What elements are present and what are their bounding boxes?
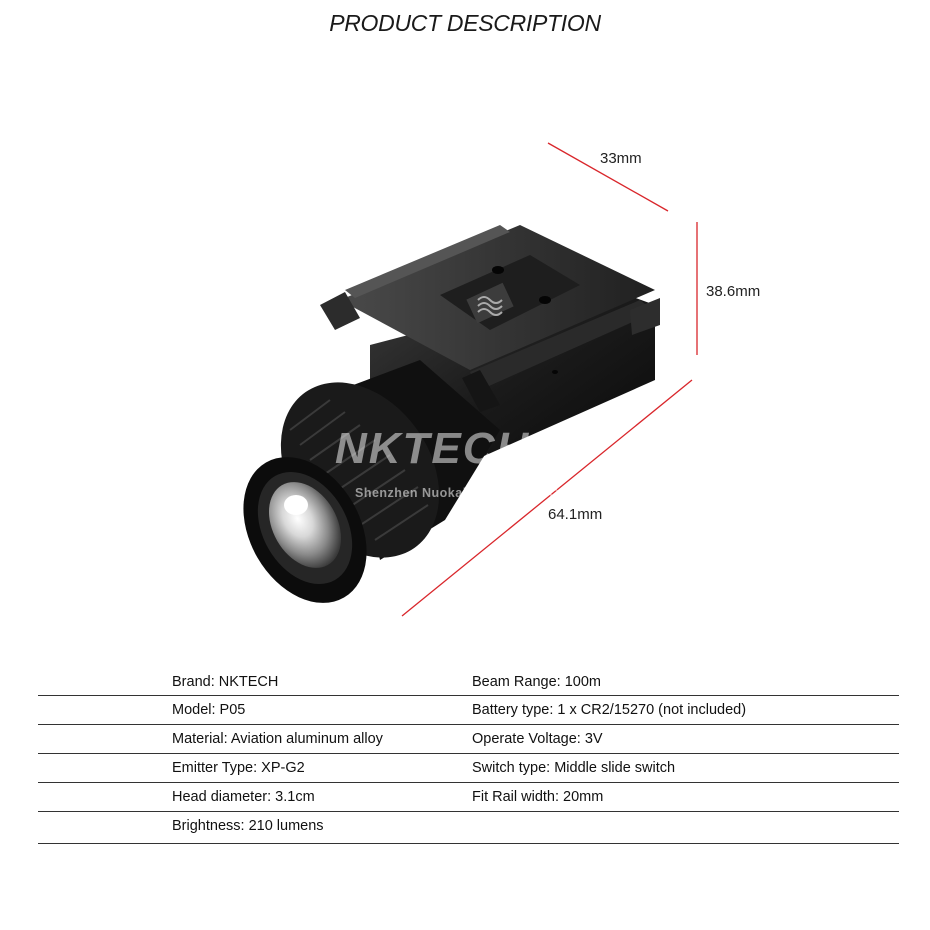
flashlight-housing <box>320 225 660 480</box>
page-title: PRODUCT DESCRIPTION <box>329 10 601 36</box>
dimension-height-label: 38.6mm <box>706 283 761 300</box>
spec-operate-voltage: Operate Voltage: 3V <box>472 731 603 747</box>
spec-switch-type: Switch type: Middle slide switch <box>472 760 676 776</box>
spec-brightness: Brightness: 210 lumens <box>172 818 324 834</box>
product-image: NKTECH Shenzhen Nuokai Technology Co., L… <box>243 142 698 617</box>
dimension-line-width <box>547 142 669 212</box>
dimension-line-length <box>401 379 693 617</box>
spec-table: Brand: NKTECH Beam Range: 100m Model: P0… <box>38 668 899 844</box>
spec-battery-type: Battery type: 1 x CR2/15270 (not include… <box>472 702 747 718</box>
watermark-brand: NKTECH <box>335 424 530 473</box>
watermark-company: Shenzhen Nuokai Technology Co., Ltd <box>355 486 599 500</box>
flashlight-barrel <box>243 360 500 603</box>
spec-row: Material: Aviation aluminum alloy Operat… <box>38 725 899 754</box>
spec-row: Emitter Type: XP-G2 Switch type: Middle … <box>38 754 899 783</box>
dimension-length-label: 64.1mm <box>548 506 603 523</box>
spec-row: Brightness: 210 lumens <box>38 812 899 844</box>
spec-row: Brand: NKTECH Beam Range: 100m <box>38 668 899 696</box>
spec-emitter-type: Emitter Type: XP-G2 <box>172 760 305 776</box>
spec-head-diameter: Head diameter: 3.1cm <box>172 789 315 805</box>
spec-fit-rail-width: Fit Rail width: 20mm <box>472 789 604 805</box>
spec-row: Head diameter: 3.1cm Fit Rail width: 20m… <box>38 783 899 812</box>
dimension-width-label: 33mm <box>600 150 642 167</box>
spec-brand: Brand: NKTECH <box>172 674 279 690</box>
spec-model: Model: P05 <box>172 702 246 718</box>
spec-beam-range: Beam Range: 100m <box>472 674 601 690</box>
spec-row: Model: P05 Battery type: 1 x CR2/15270 (… <box>38 696 899 725</box>
spec-material: Material: Aviation aluminum alloy <box>172 731 383 747</box>
